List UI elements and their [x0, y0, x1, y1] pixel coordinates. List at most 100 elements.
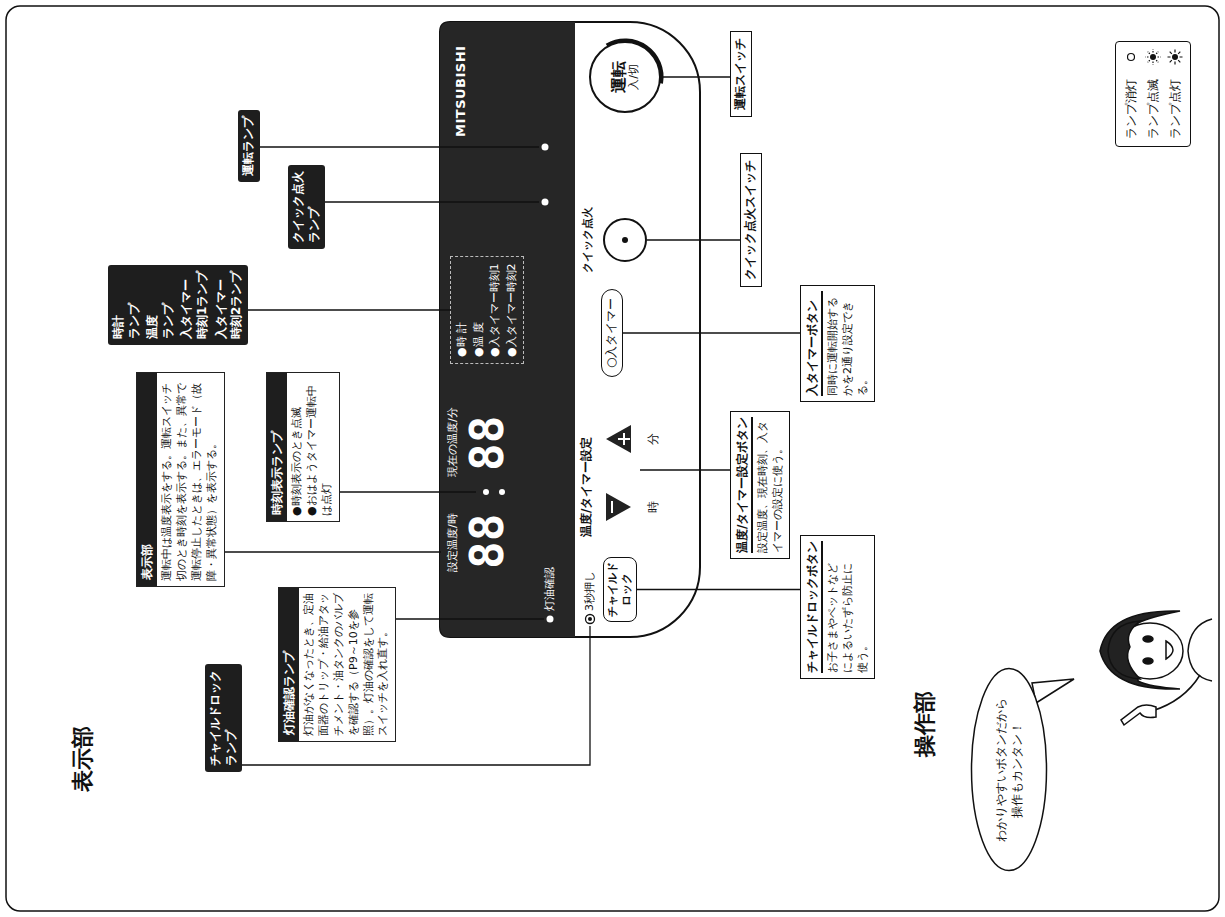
- leader-line: [661, 76, 730, 77]
- callout-title: 温度/タイマー設定ボタン: [734, 417, 753, 553]
- power-switch: 運転入/切: [589, 41, 661, 113]
- switch-callout: 運転スイッチ: [730, 31, 752, 117]
- lamp-ring: [586, 615, 595, 624]
- unit-label: 分: [646, 433, 660, 445]
- display-callout: 表示部運転中は温度表示をする。運転スイッチ切のとき時刻を表示する。また、異常で運…: [136, 372, 225, 587]
- section-heading: 表示部: [70, 726, 96, 792]
- callout-label: チャイルドロック ランプ: [208, 670, 239, 766]
- minus-mark: [611, 501, 613, 513]
- leader-line: [340, 491, 476, 492]
- switch-label: 入/切: [627, 64, 640, 90]
- legend-row: ランプ点灯: [1164, 49, 1186, 139]
- panel-outline: [440, 22, 700, 637]
- legend-symbol: [1145, 49, 1161, 65]
- display-label: 現在の温度/分: [446, 407, 459, 477]
- callout-body: 灯油がなくなったとき、定油面器のトリップ・給油アタッチメント・油タンクのバルブを…: [302, 588, 391, 741]
- colon-dot: [499, 489, 505, 495]
- bubble-shape: [970, 667, 1048, 872]
- box-label: クイック点火スイッチ: [743, 160, 759, 280]
- section-heading: 操作部: [912, 691, 938, 757]
- lamp-callout: クイック点火 ランプ: [288, 165, 325, 249]
- switch-center-dot: [622, 237, 628, 243]
- callout-body: 設定温度、現在時刻、入タイマーの設定に使う。: [756, 419, 786, 553]
- panel-display-band: [440, 22, 575, 637]
- leader-line: [623, 332, 800, 333]
- legend-text: ランプ点灯: [1167, 79, 1184, 139]
- callout-label: 時計 ランプ: [111, 303, 142, 339]
- callout-body: ●おはようタイマー運転中は点灯: [305, 373, 335, 521]
- callout-title: 時刻表示ランプ: [267, 373, 287, 521]
- lamp-list: ●時 計●温 度●入タイマー時刻1●入タイマー時刻2: [450, 256, 524, 364]
- leader-line: [248, 309, 450, 310]
- bubble-tail: [1032, 679, 1074, 703]
- callout-body: ●時刻表示のとき点滅: [290, 373, 305, 521]
- speech-bubble: わかりやすいボタンだから 操作もカンタン！: [970, 667, 1048, 872]
- callout-label: 運転ランプ: [241, 116, 257, 176]
- leader-line: [637, 589, 800, 590]
- seven-segment-digits: 88: [464, 416, 510, 471]
- callout-body: 運転中は温度表示をする。運転スイッチ切のとき時刻を表示する。また、異常で運転停止…: [160, 373, 219, 586]
- lamp-name: ●温 度: [471, 263, 488, 357]
- up-button: [606, 425, 631, 453]
- callout-title: 表示部: [137, 373, 157, 586]
- callout-body: お子さまやペットなどによるいたずら防止に使う。: [826, 556, 871, 673]
- display-label: 設定温度/時: [446, 513, 459, 572]
- button-note: 3秒押し: [583, 571, 596, 611]
- lamp-callout: 運転ランプ: [238, 110, 260, 182]
- lamp-name: ●入タイマー時刻2: [504, 263, 521, 357]
- callout-label: 温度 ランプ: [145, 303, 176, 339]
- leader-line: [325, 201, 539, 202]
- lamp-name: ●時 計: [454, 263, 471, 357]
- callout-label: 入タイマー 時刻2ランプ: [214, 271, 245, 339]
- switch-heading: クイック点火: [580, 207, 595, 273]
- leader-line: [225, 551, 441, 552]
- child-lock-button: チャイルド ロック: [603, 557, 637, 622]
- legend-symbol: [1167, 49, 1183, 65]
- woman-illustration: [1100, 611, 1212, 725]
- callout-label: クイック点火 ランプ: [291, 171, 322, 243]
- plus-mark: [618, 433, 630, 445]
- button-label: チャイルド ロック: [606, 562, 634, 617]
- page-frame: [6, 6, 1219, 911]
- legend-row: ランプ点滅: [1142, 49, 1164, 139]
- button-group-label: 温度/タイマー設定: [579, 437, 593, 537]
- clock-lamp-callout: 時刻表示ランプ●時刻表示のとき点滅●おはようタイマー運転中は点灯: [266, 372, 340, 522]
- leader-line: [260, 146, 539, 147]
- box-label: ○入タイマー: [604, 298, 620, 368]
- callout-title: 入タイマーボタン: [804, 291, 823, 396]
- legend-row: ランプ消灯: [1120, 49, 1142, 139]
- leader-line: [396, 618, 544, 619]
- lamp-dot: [542, 199, 549, 206]
- callout-title: チャイルドロックボタン: [804, 541, 823, 673]
- quick-ignite-switch: クイック点火: [603, 218, 647, 262]
- callout-body: 同時に運転開始するかを2通り設定できる。: [826, 291, 871, 396]
- button-callout: 入タイマーボタン同時に運転開始するかを2通り設定できる。: [800, 285, 875, 402]
- timer-button: ○入タイマー: [601, 289, 623, 377]
- lamp-label: 灯油確認: [543, 567, 556, 611]
- leader-line: [640, 469, 730, 470]
- legend-text: ランプ点滅: [1145, 79, 1162, 139]
- switch-callout: クイック点火スイッチ: [740, 153, 762, 287]
- brand-logo: MITSUBISHI: [453, 46, 468, 137]
- lamp-dot: [547, 616, 554, 623]
- down-button: [606, 493, 631, 521]
- lamp-callout: チャイルドロック ランプ: [205, 664, 242, 772]
- button-callout: チャイルドロックボタンお子さまやペットなどによるいたずら防止に使う。: [800, 535, 875, 679]
- switch-label: 運転: [610, 61, 628, 93]
- colon-dot: [483, 489, 489, 495]
- legend-box: ランプ消灯ランプ点滅ランプ点灯: [1115, 41, 1191, 147]
- unit-label: 時: [646, 501, 660, 513]
- box-label: 運転スイッチ: [733, 38, 749, 110]
- leader-line: [647, 239, 740, 240]
- lamp-dot: [588, 617, 592, 621]
- lamp-name: ●入タイマー時刻1: [487, 263, 504, 357]
- callout-label: 入タイマー 時刻1ランプ: [179, 271, 210, 339]
- bubble-text: わかりやすいボタンだから 操作もカンタン！: [993, 698, 1025, 842]
- oil-lamp-callout: 灯油確認ランプ灯油がなくなったとき、定油面器のトリップ・給油アタッチメント・油タ…: [278, 587, 396, 742]
- callout-title: 灯油確認ランプ: [279, 588, 299, 741]
- button-callout: 温度/タイマー設定ボタン設定温度、現在時刻、入タイマーの設定に使う。: [730, 411, 790, 559]
- legend-text: ランプ消灯: [1123, 79, 1140, 139]
- lamp-dot: [542, 144, 549, 151]
- seven-segment-digits: 88: [464, 514, 510, 569]
